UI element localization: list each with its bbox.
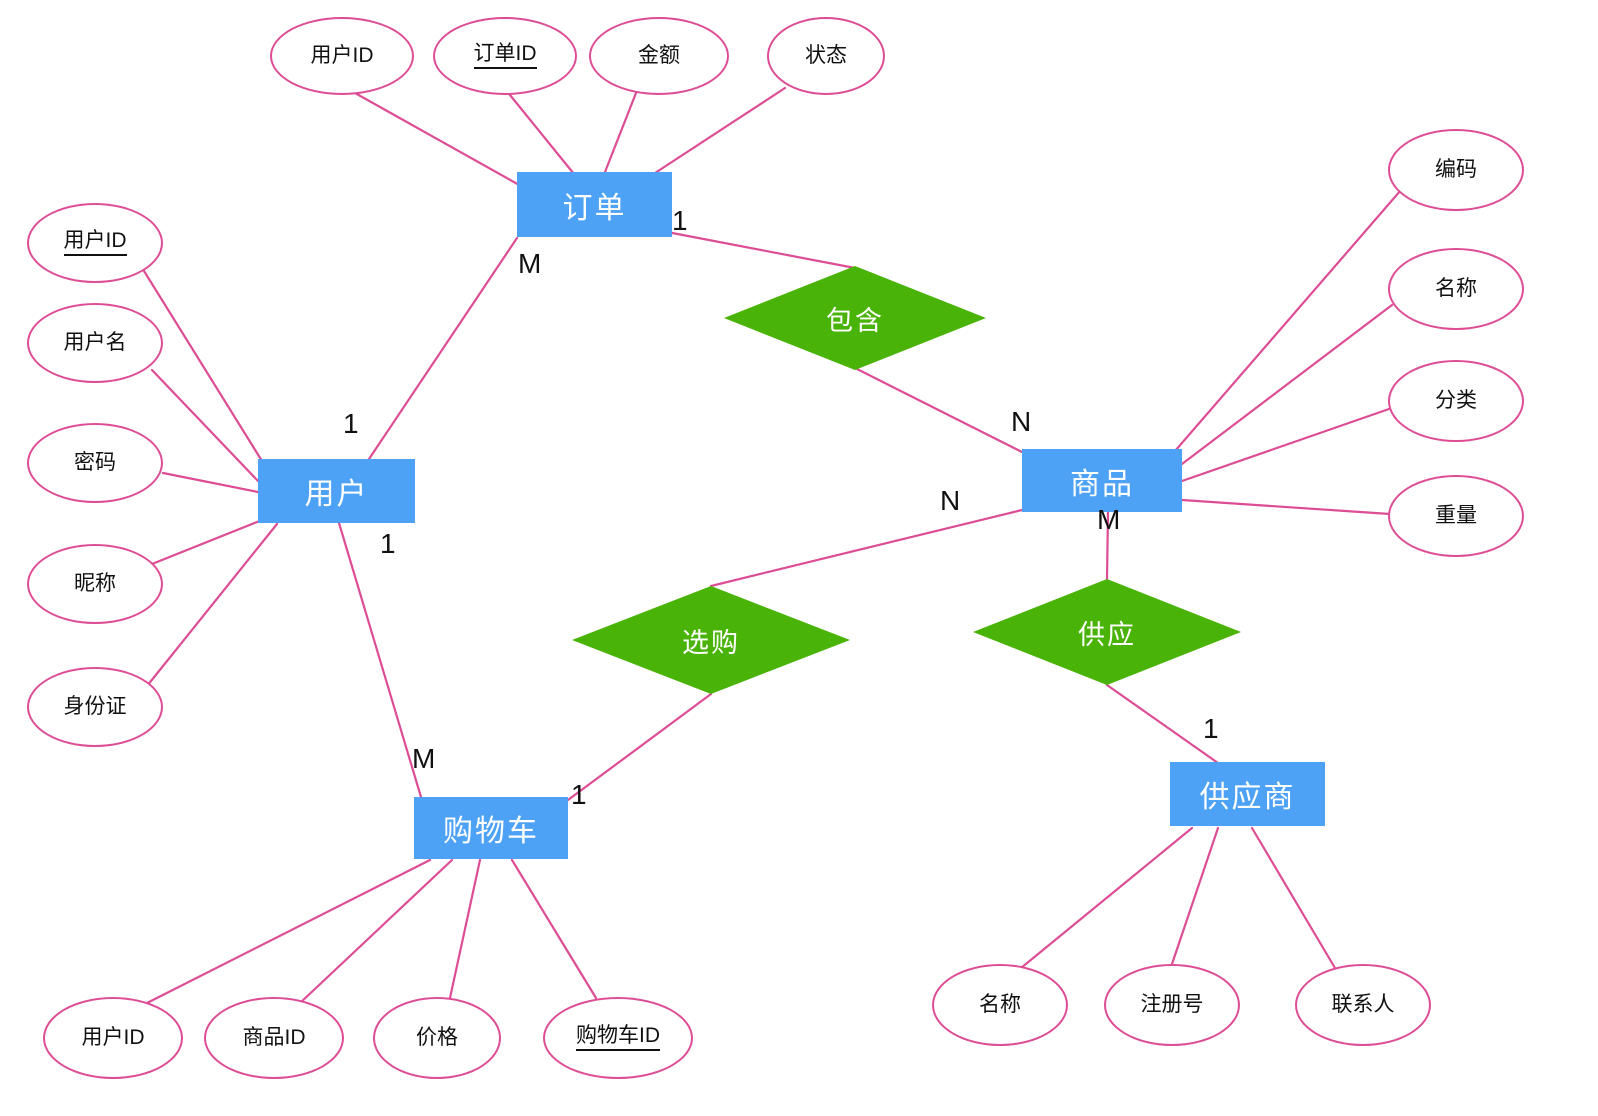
entity-label: 供应商	[1199, 781, 1296, 814]
attribute-label: 昵称	[74, 571, 116, 595]
attribute-connector	[448, 858, 482, 1000]
attribute-connector	[603, 91, 638, 174]
attribute-product-weight[interactable]: 重量	[1388, 475, 1524, 557]
attribute-connector	[145, 522, 279, 688]
entity-product[interactable]: 商品	[1022, 449, 1182, 512]
relationship-connector	[709, 508, 1024, 588]
attribute-connector	[1173, 188, 1403, 453]
cardinality-user-to-cart: 1	[380, 528, 396, 559]
relationship-connector	[665, 230, 857, 270]
attribute-label: 状态	[805, 43, 847, 67]
attribute-cart-user-id[interactable]: 用户ID	[43, 997, 183, 1079]
attribute-label: 编码	[1435, 157, 1477, 181]
attribute-user-idcard[interactable]: 身份证	[27, 667, 163, 747]
cardinality-order-to-contains: 1	[672, 205, 688, 236]
attribute-order-amount[interactable]: 金额	[589, 17, 729, 95]
attribute-connector	[1180, 407, 1391, 483]
attribute-label: 分类	[1435, 388, 1477, 412]
attribute-connector	[508, 93, 576, 176]
attribute-connector	[650, 86, 787, 177]
attribute-label: 注册号	[1140, 992, 1204, 1016]
entity-cart[interactable]: 购物车	[414, 797, 568, 859]
attribute-label-primary-key: 购物车ID	[576, 1025, 660, 1051]
attribute-label: 价格	[416, 1025, 458, 1049]
relationship-connector	[337, 521, 423, 799]
entity-label: 商品	[1070, 467, 1134, 501]
attribute-user-nickname[interactable]: 昵称	[27, 544, 163, 624]
relationship-select[interactable]: 选购	[572, 586, 850, 694]
attribute-label-primary-key: 订单ID	[473, 43, 537, 69]
attribute-connector	[1019, 826, 1194, 970]
attribute-connector	[161, 471, 260, 494]
relationship-connector	[1105, 683, 1220, 765]
entity-label: 订单	[562, 191, 627, 225]
attribute-label: 金额	[638, 43, 680, 67]
attribute-connector	[142, 269, 264, 463]
entity-user[interactable]: 用户	[258, 459, 415, 523]
cardinality-contains-to-product: N	[1011, 406, 1032, 437]
cardinality-select-to-product: N	[940, 485, 961, 516]
attribute-connector	[1180, 303, 1394, 466]
attribute-product-cat[interactable]: 分类	[1388, 360, 1524, 442]
cardinality-cart-to-select: 1	[571, 779, 587, 810]
diamond-shape	[572, 586, 850, 694]
attribute-connector	[1250, 826, 1337, 970]
attribute-connector	[298, 858, 454, 1005]
cardinality-cart-to-user: M	[412, 743, 436, 774]
attribute-connector	[353, 91, 523, 188]
attribute-connector	[145, 858, 432, 1005]
attribute-label: 联系人	[1331, 992, 1395, 1016]
diamond-shape	[973, 579, 1241, 685]
attribute-supplier-reg[interactable]: 注册号	[1104, 964, 1240, 1046]
attribute-supplier-ctc[interactable]: 联系人	[1295, 964, 1431, 1046]
entity-supplier[interactable]: 供应商	[1170, 762, 1325, 826]
relationship-contains[interactable]: 包含	[724, 266, 986, 370]
attribute-cart-id[interactable]: 购物车ID	[543, 997, 693, 1079]
attribute-product-name[interactable]: 名称	[1388, 248, 1524, 330]
attribute-label: 用户名	[63, 330, 127, 354]
attribute-label: 身份证	[63, 694, 127, 718]
entity-order[interactable]: 订单	[517, 172, 672, 237]
attribute-user-id[interactable]: 用户ID	[27, 203, 163, 283]
cardinality-order-to-user: M	[518, 248, 542, 279]
attribute-product-code[interactable]: 编码	[1388, 129, 1524, 211]
relationship-label: 包含	[826, 305, 884, 336]
attribute-label: 用户ID	[310, 43, 374, 67]
attribute-connector	[150, 518, 264, 566]
attribute-label: 重量	[1435, 503, 1477, 527]
attribute-order-user-id[interactable]: 用户ID	[270, 17, 414, 95]
relationship-connector	[853, 366, 1024, 454]
cardinality-product-to-supply: M	[1097, 504, 1121, 535]
attribute-label: 名称	[979, 992, 1021, 1016]
entity-label: 购物车	[443, 815, 539, 848]
attribute-label-primary-key: 用户ID	[63, 230, 127, 256]
attribute-supplier-name[interactable]: 名称	[932, 964, 1068, 1046]
attribute-label: 用户ID	[81, 1025, 145, 1049]
cardinality-supply-to-supplier: 1	[1203, 713, 1219, 744]
relationship-connector	[1105, 510, 1110, 581]
relationship-supply[interactable]: 供应	[973, 579, 1241, 685]
attribute-connector	[150, 368, 260, 483]
relationship-label: 选购	[682, 627, 740, 658]
relationship-connector	[566, 692, 713, 802]
attribute-connector	[510, 858, 598, 1000]
attribute-label: 密码	[74, 450, 116, 474]
relationship-connector	[367, 236, 519, 461]
attribute-order-status[interactable]: 状态	[767, 17, 885, 95]
attribute-user-password[interactable]: 密码	[27, 423, 163, 503]
attribute-order-id[interactable]: 订单ID	[433, 17, 577, 95]
attribute-user-name[interactable]: 用户名	[27, 303, 163, 383]
attribute-connector	[1180, 498, 1392, 516]
diamond-shape	[724, 266, 986, 370]
relationship-label: 供应	[1078, 619, 1136, 650]
cardinality-user-to-order: 1	[343, 408, 359, 439]
attribute-connector	[1170, 826, 1220, 966]
attribute-label: 商品ID	[242, 1025, 306, 1049]
entity-label: 用户	[304, 478, 369, 511]
attribute-label: 名称	[1435, 276, 1477, 300]
attribute-cart-price[interactable]: 价格	[373, 997, 501, 1079]
attribute-cart-prod-id[interactable]: 商品ID	[204, 997, 344, 1079]
